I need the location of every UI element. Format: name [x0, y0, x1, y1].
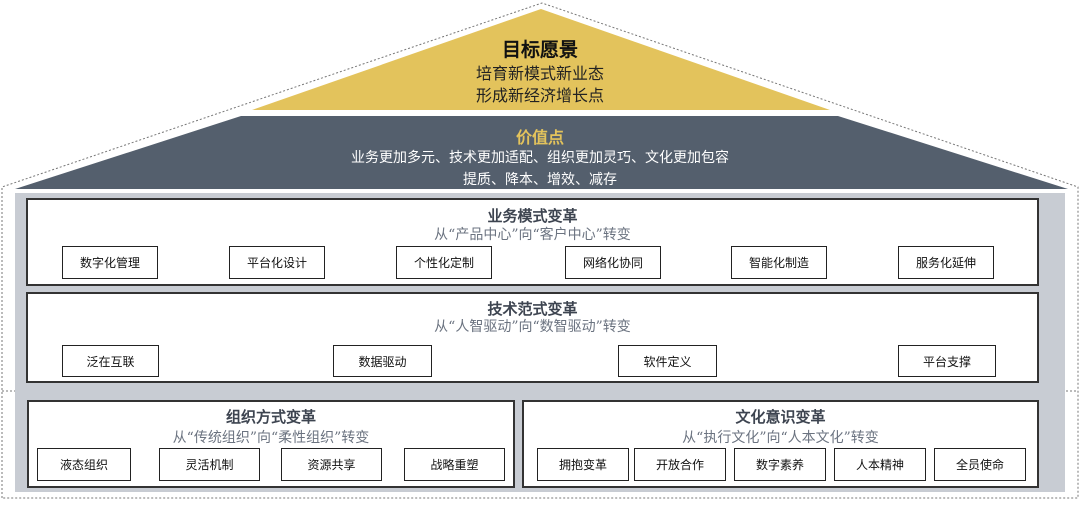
vision-line1: 培育新模式新业态: [475, 64, 604, 83]
tech-item: 平台支撑: [898, 345, 996, 377]
business-item: 平台化设计: [229, 246, 325, 279]
tech-item: 软件定义: [618, 345, 717, 377]
culture-box: 文化意识变革 从“执行文化”向“人本文化”转变 拥抱变革 开放合作 数字素养 人…: [522, 400, 1039, 488]
culture-subtitle: 从“执行文化”向“人本文化”转变: [682, 430, 879, 446]
tech-item: 泛在互联: [62, 345, 159, 377]
business-item: 数字化管理: [62, 246, 158, 279]
business-title: 业务模式变革: [487, 207, 578, 225]
tech-item: 数据驱动: [333, 345, 432, 377]
org-item: 战略重塑: [404, 448, 505, 481]
org-box: 组织方式变革 从“传统组织”向“柔性组织”转变 液态组织 灵活机制 资源共享 战…: [27, 400, 515, 488]
culture-item: 全员使命: [934, 448, 1026, 481]
culture-item: 开放合作: [634, 448, 726, 481]
vision-roof: [252, 9, 830, 110]
business-model-box: 业务模式变革 从“产品中心”向“客户中心”转变 数字化管理 平台化设计 个性化定…: [26, 198, 1039, 286]
business-item: 服务化延伸: [898, 246, 994, 279]
business-item: 网络化协同: [565, 246, 661, 279]
culture-item: 人本精神: [834, 448, 926, 481]
org-item: 液态组织: [37, 448, 131, 481]
org-title: 组织方式变革: [225, 408, 316, 426]
culture-item: 拥抱变革: [537, 448, 629, 481]
org-subtitle: 从“传统组织”向“柔性组织”转变: [172, 430, 370, 446]
value-line1: 业务更加多元、技术更加适配、组织更加灵巧、文化更加包容: [351, 150, 729, 166]
culture-title: 文化意识变革: [735, 408, 826, 426]
tech-subtitle: 从“人智驱动”向“数智驱动”转变: [434, 319, 631, 335]
business-item: 个性化定制: [396, 246, 492, 279]
culture-item: 数字素养: [734, 448, 826, 481]
tech-paradigm-box: 技术范式变革 从“人智驱动”向“数智驱动”转变 泛在互联 数据驱动 软件定义 平…: [26, 292, 1039, 383]
org-item: 资源共享: [281, 448, 382, 481]
business-item: 智能化制造: [731, 246, 827, 279]
value-line2: 提质、降本、增效、减存: [463, 172, 617, 188]
value-roof: [15, 116, 1068, 189]
value-title: 价值点: [515, 128, 564, 147]
vision-title: 目标愿景: [501, 39, 578, 61]
business-subtitle: 从“产品中心”向“客户中心”转变: [434, 227, 631, 243]
org-item: 灵活机制: [159, 448, 260, 481]
tech-title: 技术范式变革: [487, 300, 578, 318]
vision-line2: 形成新经济增长点: [475, 86, 604, 105]
